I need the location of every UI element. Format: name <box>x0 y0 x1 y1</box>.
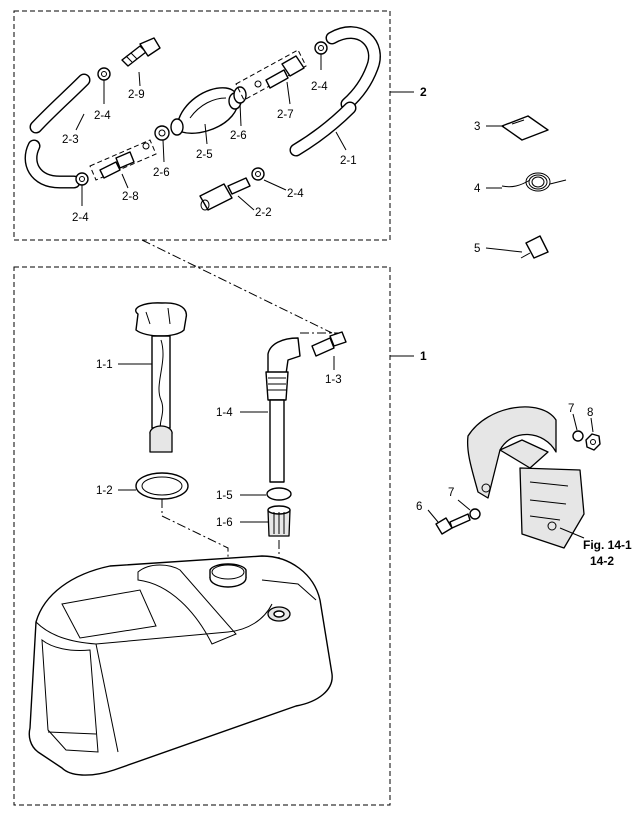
callout-2-2: 2-2 <box>255 207 272 219</box>
callout-4: 4 <box>474 183 481 195</box>
nut-8 <box>585 433 601 451</box>
connector-2-7 <box>254 55 305 89</box>
hose-2-1 <box>289 26 381 157</box>
clip-part-3 <box>501 115 549 141</box>
callout-2: 2 <box>420 85 427 99</box>
spring-part-4 <box>501 172 567 192</box>
hose-2-3 <box>24 73 91 189</box>
callout-leaders <box>75 54 594 539</box>
callout-3: 3 <box>474 121 480 133</box>
bolt-6 <box>435 513 471 535</box>
filter-1-6 <box>267 505 291 537</box>
tube-elbow-1-4 <box>265 337 301 483</box>
callout-2-4-a: 2-4 <box>94 110 111 122</box>
callout-1-4: 1-4 <box>216 407 233 419</box>
callout-1-3: 1-3 <box>325 374 342 386</box>
callout-2-7: 2-7 <box>277 109 294 121</box>
callout-2-6-b: 2-6 <box>153 167 170 179</box>
callout-7-a: 7 <box>448 487 454 499</box>
callout-2-8: 2-8 <box>122 191 139 203</box>
check-valve-2-6 <box>233 86 247 104</box>
callout-2-1: 2-1 <box>340 155 357 167</box>
callout-1-6: 1-6 <box>216 517 233 529</box>
tank-assembly-group-box <box>13 266 391 806</box>
clamp-2-4 <box>75 41 328 186</box>
callout-7-b: 7 <box>568 403 574 415</box>
primer-bulb-2-5 <box>170 87 242 136</box>
callout-1: 1 <box>420 349 427 363</box>
callout-2-4-b: 2-4 <box>311 81 328 93</box>
gauge-dashdot-line <box>161 499 229 568</box>
callout-1-5: 1-5 <box>216 490 233 502</box>
figure-ref-line-1: Fig. 14-1 <box>583 538 632 552</box>
callout-1-1: 1-1 <box>96 359 113 371</box>
fuel-tank-body <box>28 555 333 776</box>
callout-2-6-a: 2-6 <box>230 130 247 142</box>
connector-1-3 <box>311 331 347 357</box>
connector-2-9 <box>121 37 161 67</box>
hose-assembly-group-box <box>13 10 391 241</box>
washer-7b <box>572 430 584 442</box>
o-ring-1-5 <box>266 487 292 501</box>
callout-2-3: 2-3 <box>62 134 79 146</box>
callout-2-9: 2-9 <box>128 89 145 101</box>
callout-2-5: 2-5 <box>196 149 213 161</box>
callout-2-4-c: 2-4 <box>72 212 89 224</box>
callout-6: 6 <box>416 501 422 513</box>
connector-2-8 <box>99 142 150 179</box>
o-ring-1-2 <box>135 472 189 500</box>
washer-7a <box>469 508 481 520</box>
fuel-gauge-1-1 <box>135 302 188 453</box>
nipple-part-5 <box>520 235 549 259</box>
callout-5: 5 <box>474 243 480 255</box>
connector-2-2 <box>199 177 251 211</box>
callout-8: 8 <box>587 407 593 419</box>
mounting-bracket <box>466 406 585 549</box>
callout-1-2: 1-2 <box>96 485 113 497</box>
figure-ref-line-2: 14-2 <box>590 554 614 568</box>
callout-2-4-d: 2-4 <box>287 188 304 200</box>
